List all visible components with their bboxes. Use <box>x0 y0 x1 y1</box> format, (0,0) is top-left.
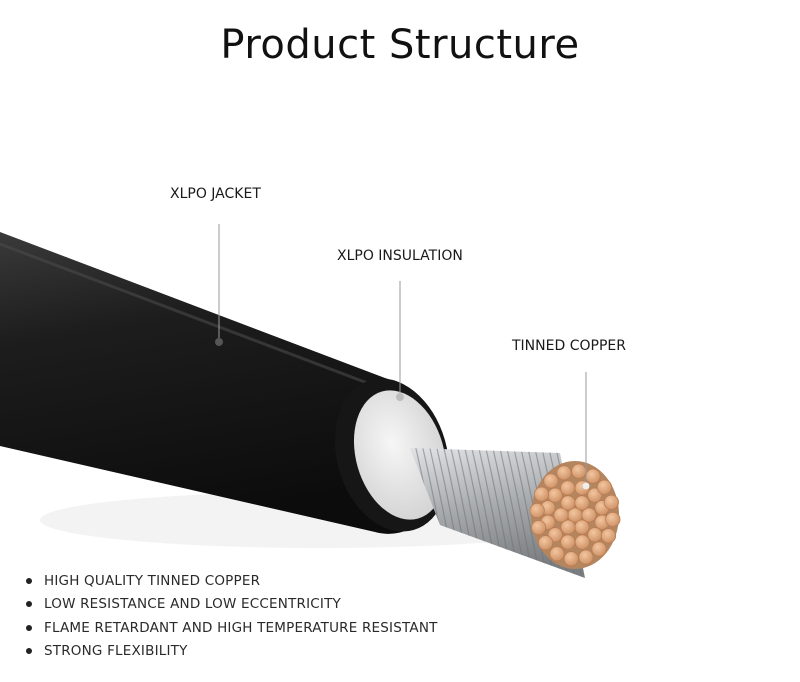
feature-item: HIGH QUALITY TINNED COPPER <box>26 569 438 593</box>
copper-leader-dot <box>582 482 590 490</box>
feature-text: HIGH QUALITY TINNED COPPER <box>44 572 261 589</box>
copper-wire <box>574 519 590 535</box>
copper-wire <box>560 480 576 496</box>
copper-wire <box>591 541 607 557</box>
insulation-label: XLPO INSULATION <box>337 248 463 264</box>
feature-text: LOW RESISTANCE AND LOW ECCENTRICITY <box>44 596 341 613</box>
copper-wire <box>563 551 579 567</box>
jacket-label: XLPO JACKET <box>170 186 261 202</box>
copper-wire <box>560 519 576 535</box>
copper-wire <box>585 468 601 484</box>
bullet-icon <box>26 648 32 655</box>
jacket-leader-dot <box>215 338 223 346</box>
copper-wire <box>587 527 603 543</box>
copper-wire <box>537 535 554 551</box>
page-title: Product Structure <box>220 22 580 68</box>
feature-text: STRONG FLEXIBILITY <box>44 643 188 660</box>
copper-wire <box>547 487 563 503</box>
feature-text: FLAME RETARDANT AND HIGH TEMPERATURE RES… <box>44 619 438 636</box>
copper-wire <box>529 503 545 519</box>
copper-wire <box>574 495 590 511</box>
copper-wire <box>560 534 576 550</box>
copper-wire <box>581 507 597 523</box>
copper-wire <box>600 528 617 544</box>
insulation-layer <box>353 390 447 520</box>
bullet-icon <box>26 601 32 608</box>
copper-wire <box>531 520 547 536</box>
feature-item: LOW RESISTANCE AND LOW ECCENTRICITY <box>26 593 438 617</box>
copper-core <box>529 463 621 567</box>
copper-wire <box>578 549 594 565</box>
insulation-leader-dot <box>396 393 404 401</box>
jacket-highlight <box>0 242 371 386</box>
feature-item: FLAME RETARDANT AND HIGH TEMPERATURE RES… <box>26 616 438 640</box>
jacket-body <box>0 232 444 534</box>
copper-wire <box>574 534 590 550</box>
copper-wire <box>556 465 572 481</box>
copper-wire <box>571 463 587 479</box>
copper-wire <box>596 479 613 495</box>
bullet-icon <box>26 577 32 584</box>
copper-wire <box>533 486 550 502</box>
feature-list: HIGH QUALITY TINNED COPPER LOW RESISTANC… <box>26 569 438 663</box>
feature-item: STRONG FLEXIBILITY <box>26 640 438 664</box>
copper-wire <box>549 546 565 562</box>
copper-wire <box>543 473 559 489</box>
copper-wire <box>603 494 619 510</box>
copper-wire <box>605 511 621 527</box>
copper-label: TINNED COPPER <box>512 338 626 354</box>
copper-wire <box>553 507 569 523</box>
copper-wire <box>560 495 576 511</box>
bullet-icon <box>26 624 32 631</box>
